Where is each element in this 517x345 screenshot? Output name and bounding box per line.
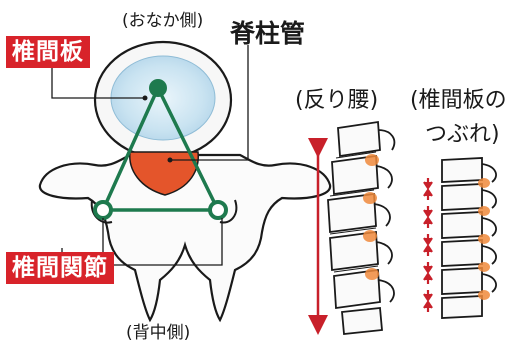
disc-collapse-label-line1: (椎間板の [410, 88, 507, 113]
disc-tag: 椎間板 [6, 36, 90, 68]
disc-collapse-spine [423, 157, 497, 319]
facet-marker-right-icon [208, 200, 228, 220]
lordosis-label: (反り腰) [295, 88, 379, 113]
facet-joint-tag: 椎間関節 [6, 252, 114, 284]
stability-triangle [101, 86, 220, 212]
front-side-label: (おなか側) [122, 11, 204, 31]
leader-disc [51, 68, 145, 99]
spinal-canal-shape [129, 151, 199, 196]
vertebra-top-view [38, 40, 332, 323]
front-marker-icon [149, 79, 167, 97]
spinal-canal-label: 脊柱管 [230, 19, 306, 48]
leader-canal [170, 45, 249, 161]
back-side-label: (背中側) [126, 323, 191, 343]
lordosis-spine [308, 120, 396, 335]
compression-arrows-icon [423, 178, 433, 312]
disc-collapse-label-line2: つぶれ) [425, 122, 500, 147]
facet-marker-left-icon [93, 200, 113, 220]
